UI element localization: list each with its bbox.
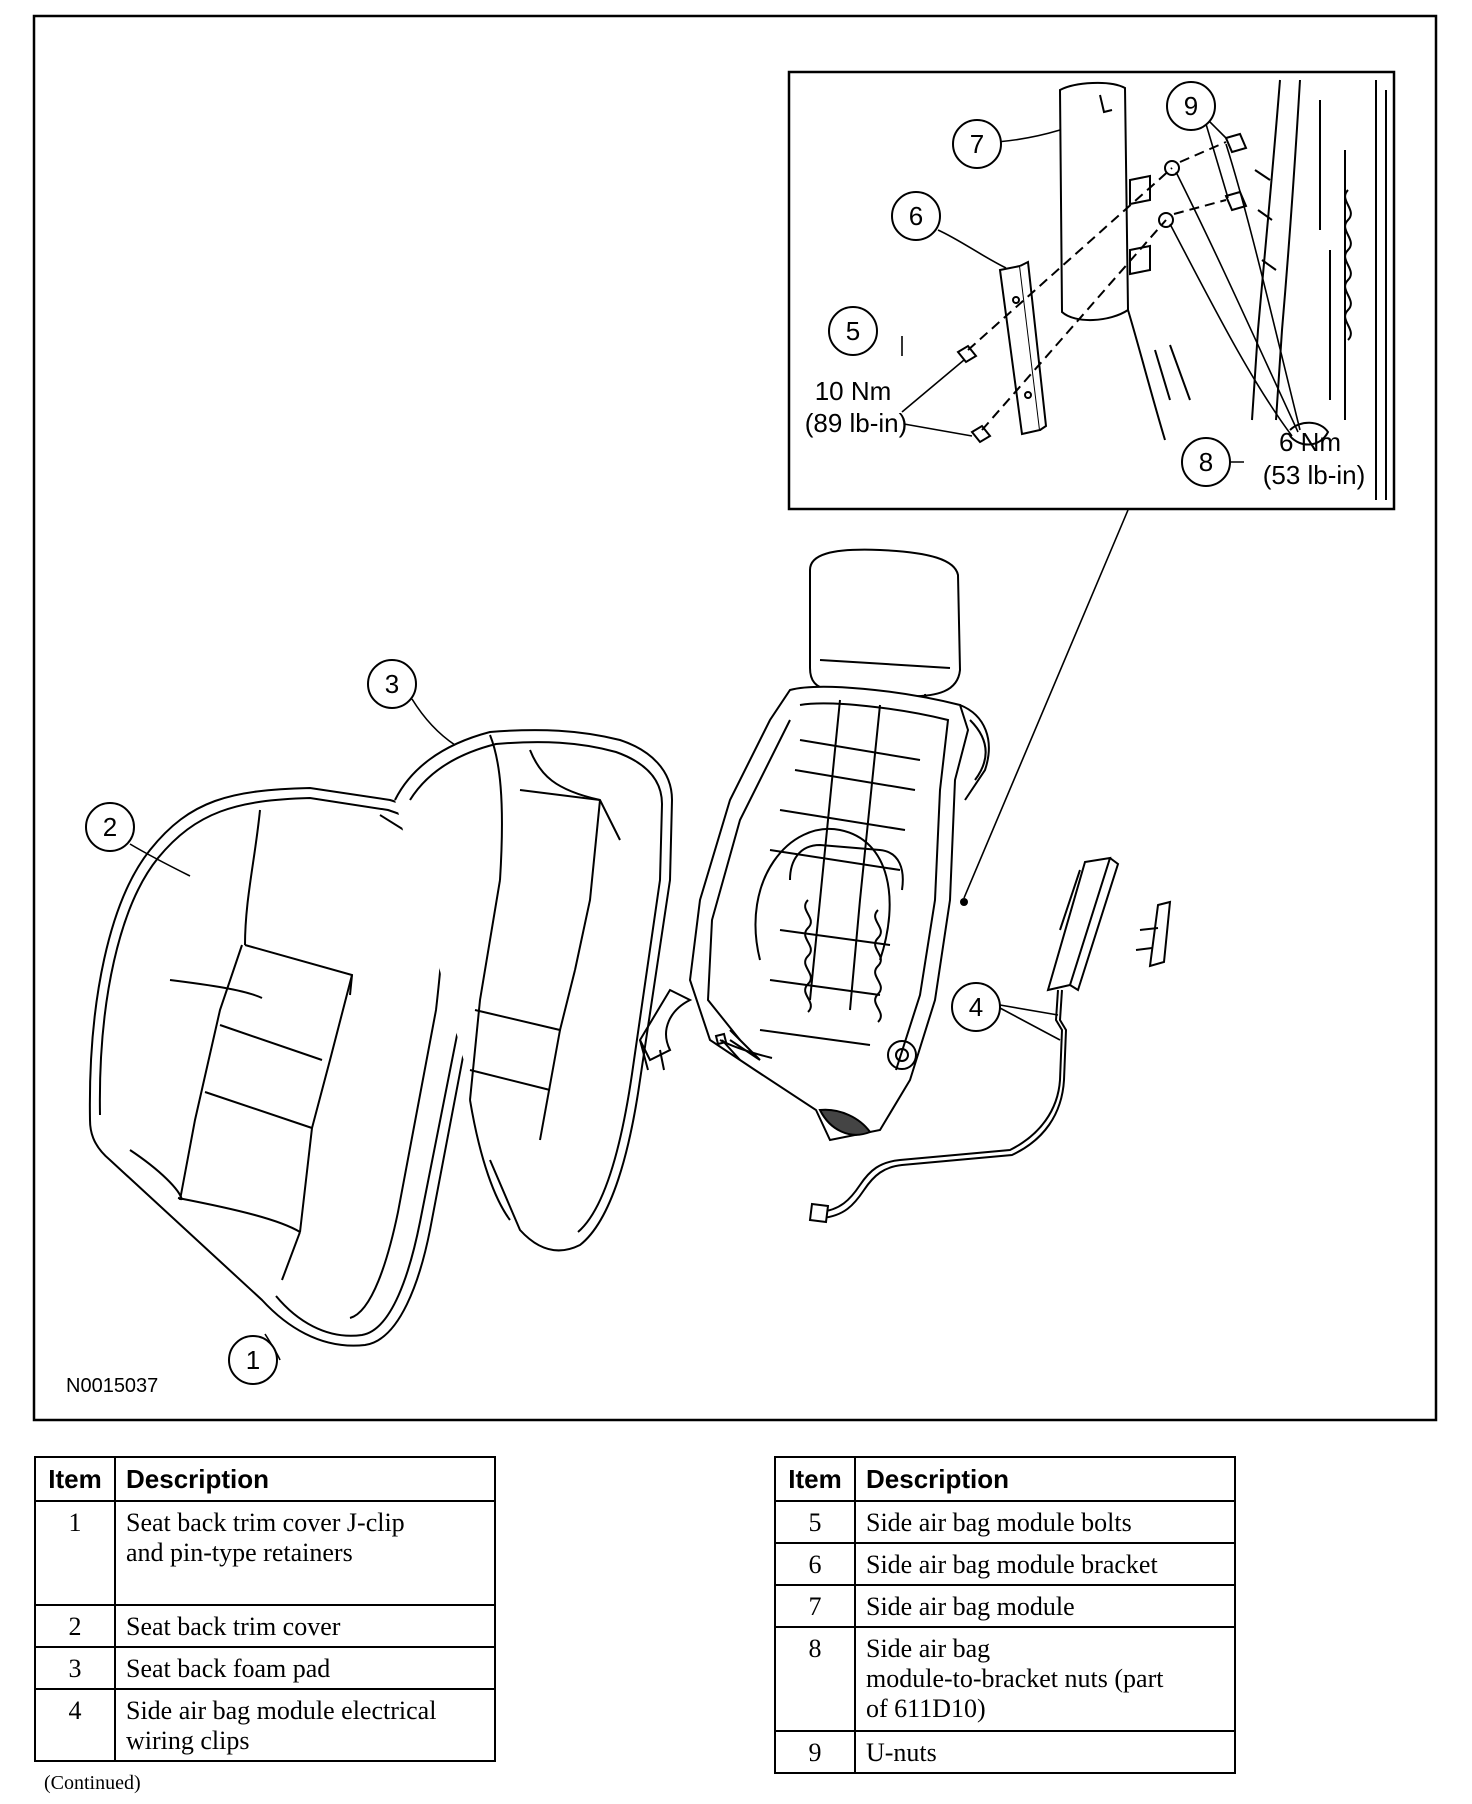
item-description: Seat back trim cover — [114, 1604, 496, 1648]
callout-2 — [85, 802, 135, 852]
description-line: U-nuts — [866, 1738, 937, 1767]
item-number: 2 — [34, 1604, 116, 1648]
callout-9-label: 9 — [1184, 91, 1198, 121]
description-line: Side air bag module — [866, 1592, 1075, 1621]
item-description: Side air bag module — [854, 1584, 1236, 1628]
item-number: 6 — [774, 1542, 856, 1586]
continued-note: (Continued) — [44, 1772, 141, 1794]
table-header-row: Item Description — [774, 1456, 1236, 1502]
callout-2-label: 2 — [103, 812, 117, 842]
item-description: Seat back foam pad — [114, 1646, 496, 1690]
item-description: U-nuts — [854, 1730, 1236, 1774]
table-row: 6 Side air bag module bracket — [774, 1542, 1236, 1586]
torque-bolts-lbin: (89 lb-in) — [805, 408, 908, 438]
description-line: Side air bag module bracket — [866, 1550, 1158, 1579]
item-number: 7 — [774, 1584, 856, 1628]
callout-5 — [828, 306, 878, 356]
torque-bolts-nm: 10 Nm — [815, 376, 892, 406]
header-description: Description — [114, 1456, 496, 1502]
callout-3 — [367, 659, 417, 709]
item-number: 3 — [34, 1646, 116, 1690]
callout-4-label: 4 — [969, 992, 983, 1022]
callout-1-label: 1 — [246, 1345, 260, 1375]
description-line: of 611D10) — [866, 1694, 986, 1723]
item-table-left: Item Description 1 Seat back trim cover … — [34, 1456, 496, 1762]
item-number: 8 — [774, 1626, 856, 1732]
callout-7 — [952, 119, 1002, 169]
figure-frame — [32, 14, 1438, 1422]
detail-inset: 7 6 5 9 8 10 Nm (89 lb-in) 6 Nm (53 lb-i… — [787, 70, 1396, 511]
header-description: Description — [854, 1456, 1236, 1502]
u-nuts — [1158, 132, 1248, 228]
description-line: Side air bag module bolts — [866, 1508, 1132, 1537]
table-header-row: Item Description — [34, 1456, 496, 1502]
description-line: Side air bag — [866, 1634, 991, 1663]
seat-back-foam-pad — [394, 729, 674, 1252]
side-air-bag-wiring — [714, 856, 1172, 1224]
callout-5-label: 5 — [846, 316, 860, 346]
exploded-seat-back-diagram: 7 6 5 9 8 10 Nm (89 lb-in) 6 Nm (53 lb-i… — [32, 14, 1438, 1422]
description-line: Seat back foam pad — [126, 1654, 331, 1683]
side-air-bag-module — [1058, 81, 1191, 441]
item-number: 1 — [34, 1500, 116, 1606]
figure-id: N0015037 — [66, 1375, 158, 1397]
inset-seat-frame — [1251, 79, 1387, 500]
callout-6 — [891, 191, 941, 241]
item-description: Side air bag module bolts — [854, 1500, 1236, 1544]
table-row: 2 Seat back trim cover — [34, 1604, 496, 1648]
side-air-bag-module-bracket — [998, 260, 1048, 436]
item-description: Side air bag module bracket — [854, 1542, 1236, 1586]
table-row: 7 Side air bag module — [774, 1584, 1236, 1628]
description-line: wiring clips — [126, 1726, 250, 1755]
callout-8 — [1181, 437, 1231, 487]
header-item: Item — [774, 1456, 856, 1502]
table-row: 5 Side air bag module bolts — [774, 1500, 1236, 1544]
callout-9 — [1166, 81, 1216, 131]
torque-nuts-nm: 6 Nm — [1279, 427, 1341, 457]
table-row: 9 U-nuts — [774, 1730, 1236, 1774]
description-line: and pin-type retainers — [126, 1538, 353, 1567]
callout-1 — [228, 1335, 278, 1385]
side-air-bag-module-bolts — [956, 344, 992, 444]
item-table-right: Item Description 5 Side air bag module b… — [774, 1456, 1236, 1774]
description-line: Seat back trim cover J-clip — [126, 1508, 405, 1537]
torque-nuts-lbin: (53 lb-in) — [1263, 460, 1366, 490]
callout-7-label: 7 — [970, 129, 984, 159]
item-number: 5 — [774, 1500, 856, 1544]
table-row: 3 Seat back foam pad — [34, 1646, 496, 1690]
description-line: Side air bag module electrical — [126, 1696, 437, 1725]
callout-3-label: 3 — [385, 669, 399, 699]
item-number: 4 — [34, 1688, 116, 1762]
header-item: Item — [34, 1456, 116, 1502]
seat-back-frame — [638, 548, 990, 1142]
description-line: module-to-bracket nuts (part — [866, 1664, 1164, 1693]
description-line: Seat back trim cover — [126, 1612, 341, 1641]
callout-8-label: 8 — [1199, 447, 1213, 477]
callout-6-label: 6 — [909, 201, 923, 231]
item-number: 9 — [774, 1730, 856, 1774]
callout-4 — [951, 982, 1001, 1032]
